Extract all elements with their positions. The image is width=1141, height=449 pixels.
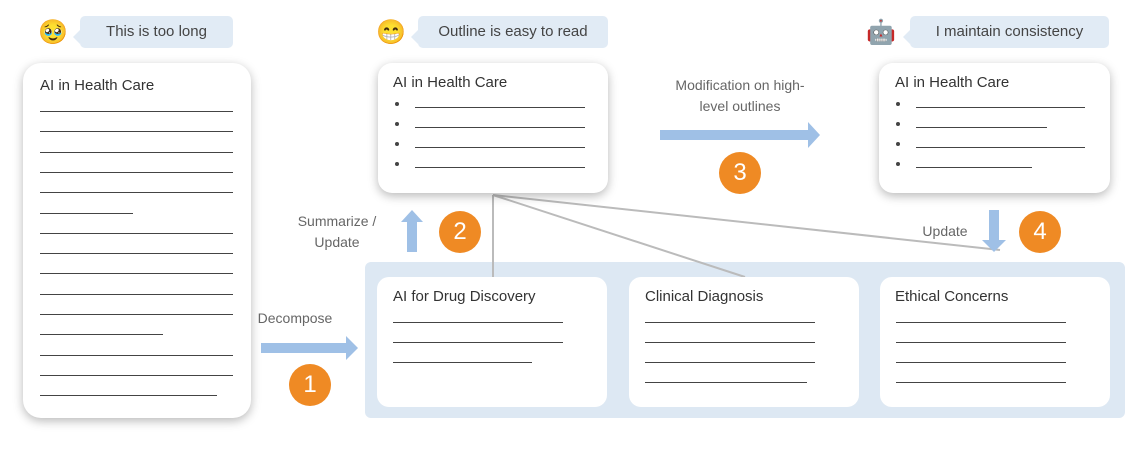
connector-line — [492, 194, 1001, 251]
bullet-icon — [896, 142, 900, 146]
card-title: AI in Health Care — [393, 74, 508, 91]
text-placeholder-line — [393, 342, 563, 343]
text-placeholder-line — [40, 374, 233, 376]
text-placeholder-line — [393, 362, 532, 363]
bullet-icon — [395, 102, 399, 106]
speech-bubble: I maintain consistency — [903, 16, 1109, 48]
robot-icon: 🤖 — [866, 19, 896, 46]
text-placeholder-line — [415, 107, 585, 108]
step-badge: 1 — [289, 364, 331, 406]
grinning-face-icon: 😁 — [376, 19, 406, 46]
step-label: Modification on high-level outlines — [675, 77, 805, 114]
step-label: Decompose — [257, 310, 333, 326]
text-placeholder-line — [645, 322, 815, 323]
text-placeholder-line — [916, 167, 1032, 168]
card-title: AI in Health Care — [40, 77, 155, 94]
text-placeholder-line — [40, 314, 233, 315]
text-placeholder-line — [896, 342, 1066, 343]
text-placeholder-line — [393, 322, 563, 323]
arrow-right-icon — [261, 336, 358, 360]
text-placeholder-line — [896, 362, 1066, 363]
step-badge: 4 — [1019, 211, 1061, 253]
long-document-card: AI in Health Care — [23, 63, 251, 418]
text-placeholder-line — [415, 147, 585, 148]
connector-line — [492, 194, 746, 278]
card-title: Ethical Concerns — [895, 288, 1009, 305]
card-title: AI in Health Care — [895, 74, 1010, 91]
bullet-icon — [896, 162, 900, 166]
text-placeholder-line — [645, 382, 807, 383]
text-placeholder-line — [40, 253, 233, 255]
bullet-icon — [395, 162, 399, 166]
step-label: Summarize / Update — [297, 213, 377, 250]
text-placeholder-line — [645, 362, 815, 363]
text-placeholder-line — [40, 354, 233, 356]
arrow-down-icon — [982, 210, 1006, 252]
consistent-outline-card: AI in Health Care — [879, 63, 1110, 193]
bullet-icon — [896, 122, 900, 126]
card-title: AI for Drug Discovery — [393, 288, 536, 305]
subsection-card: AI for Drug Discovery — [377, 277, 607, 407]
subsection-card: Ethical Concerns — [880, 277, 1110, 407]
step-label: Update — [922, 223, 968, 239]
text-placeholder-line — [40, 334, 163, 336]
text-placeholder-line — [916, 107, 1085, 108]
text-placeholder-line — [40, 293, 233, 295]
arrow-right-icon — [660, 122, 820, 148]
outline-card: AI in Health Care — [378, 63, 608, 193]
speech-bubble: This is too long — [73, 16, 233, 48]
bullet-icon — [395, 142, 399, 146]
arrow-up-icon — [401, 210, 423, 252]
text-placeholder-line — [40, 232, 233, 234]
text-placeholder-line — [415, 167, 585, 168]
text-placeholder-line — [40, 395, 217, 397]
text-placeholder-line — [916, 147, 1085, 148]
pleading-face-icon: 🥹 — [38, 19, 68, 46]
text-placeholder-line — [40, 171, 233, 173]
text-placeholder-line — [645, 342, 815, 343]
speech-bubble: Outline is easy to read — [411, 16, 608, 48]
card-title: Clinical Diagnosis — [645, 288, 764, 305]
text-placeholder-line — [40, 212, 133, 214]
step-badge: 3 — [719, 152, 761, 194]
bullet-icon — [896, 102, 900, 106]
text-placeholder-line — [40, 131, 233, 133]
text-placeholder-line — [40, 151, 233, 153]
text-placeholder-line — [916, 127, 1047, 128]
text-placeholder-line — [896, 322, 1066, 323]
bullet-icon — [395, 122, 399, 126]
step-badge: 2 — [439, 211, 481, 253]
subsection-card: Clinical Diagnosis — [629, 277, 859, 407]
text-placeholder-line — [40, 111, 233, 112]
text-placeholder-line — [40, 192, 233, 194]
text-placeholder-line — [896, 382, 1066, 383]
text-placeholder-line — [40, 273, 233, 275]
text-placeholder-line — [415, 127, 585, 128]
